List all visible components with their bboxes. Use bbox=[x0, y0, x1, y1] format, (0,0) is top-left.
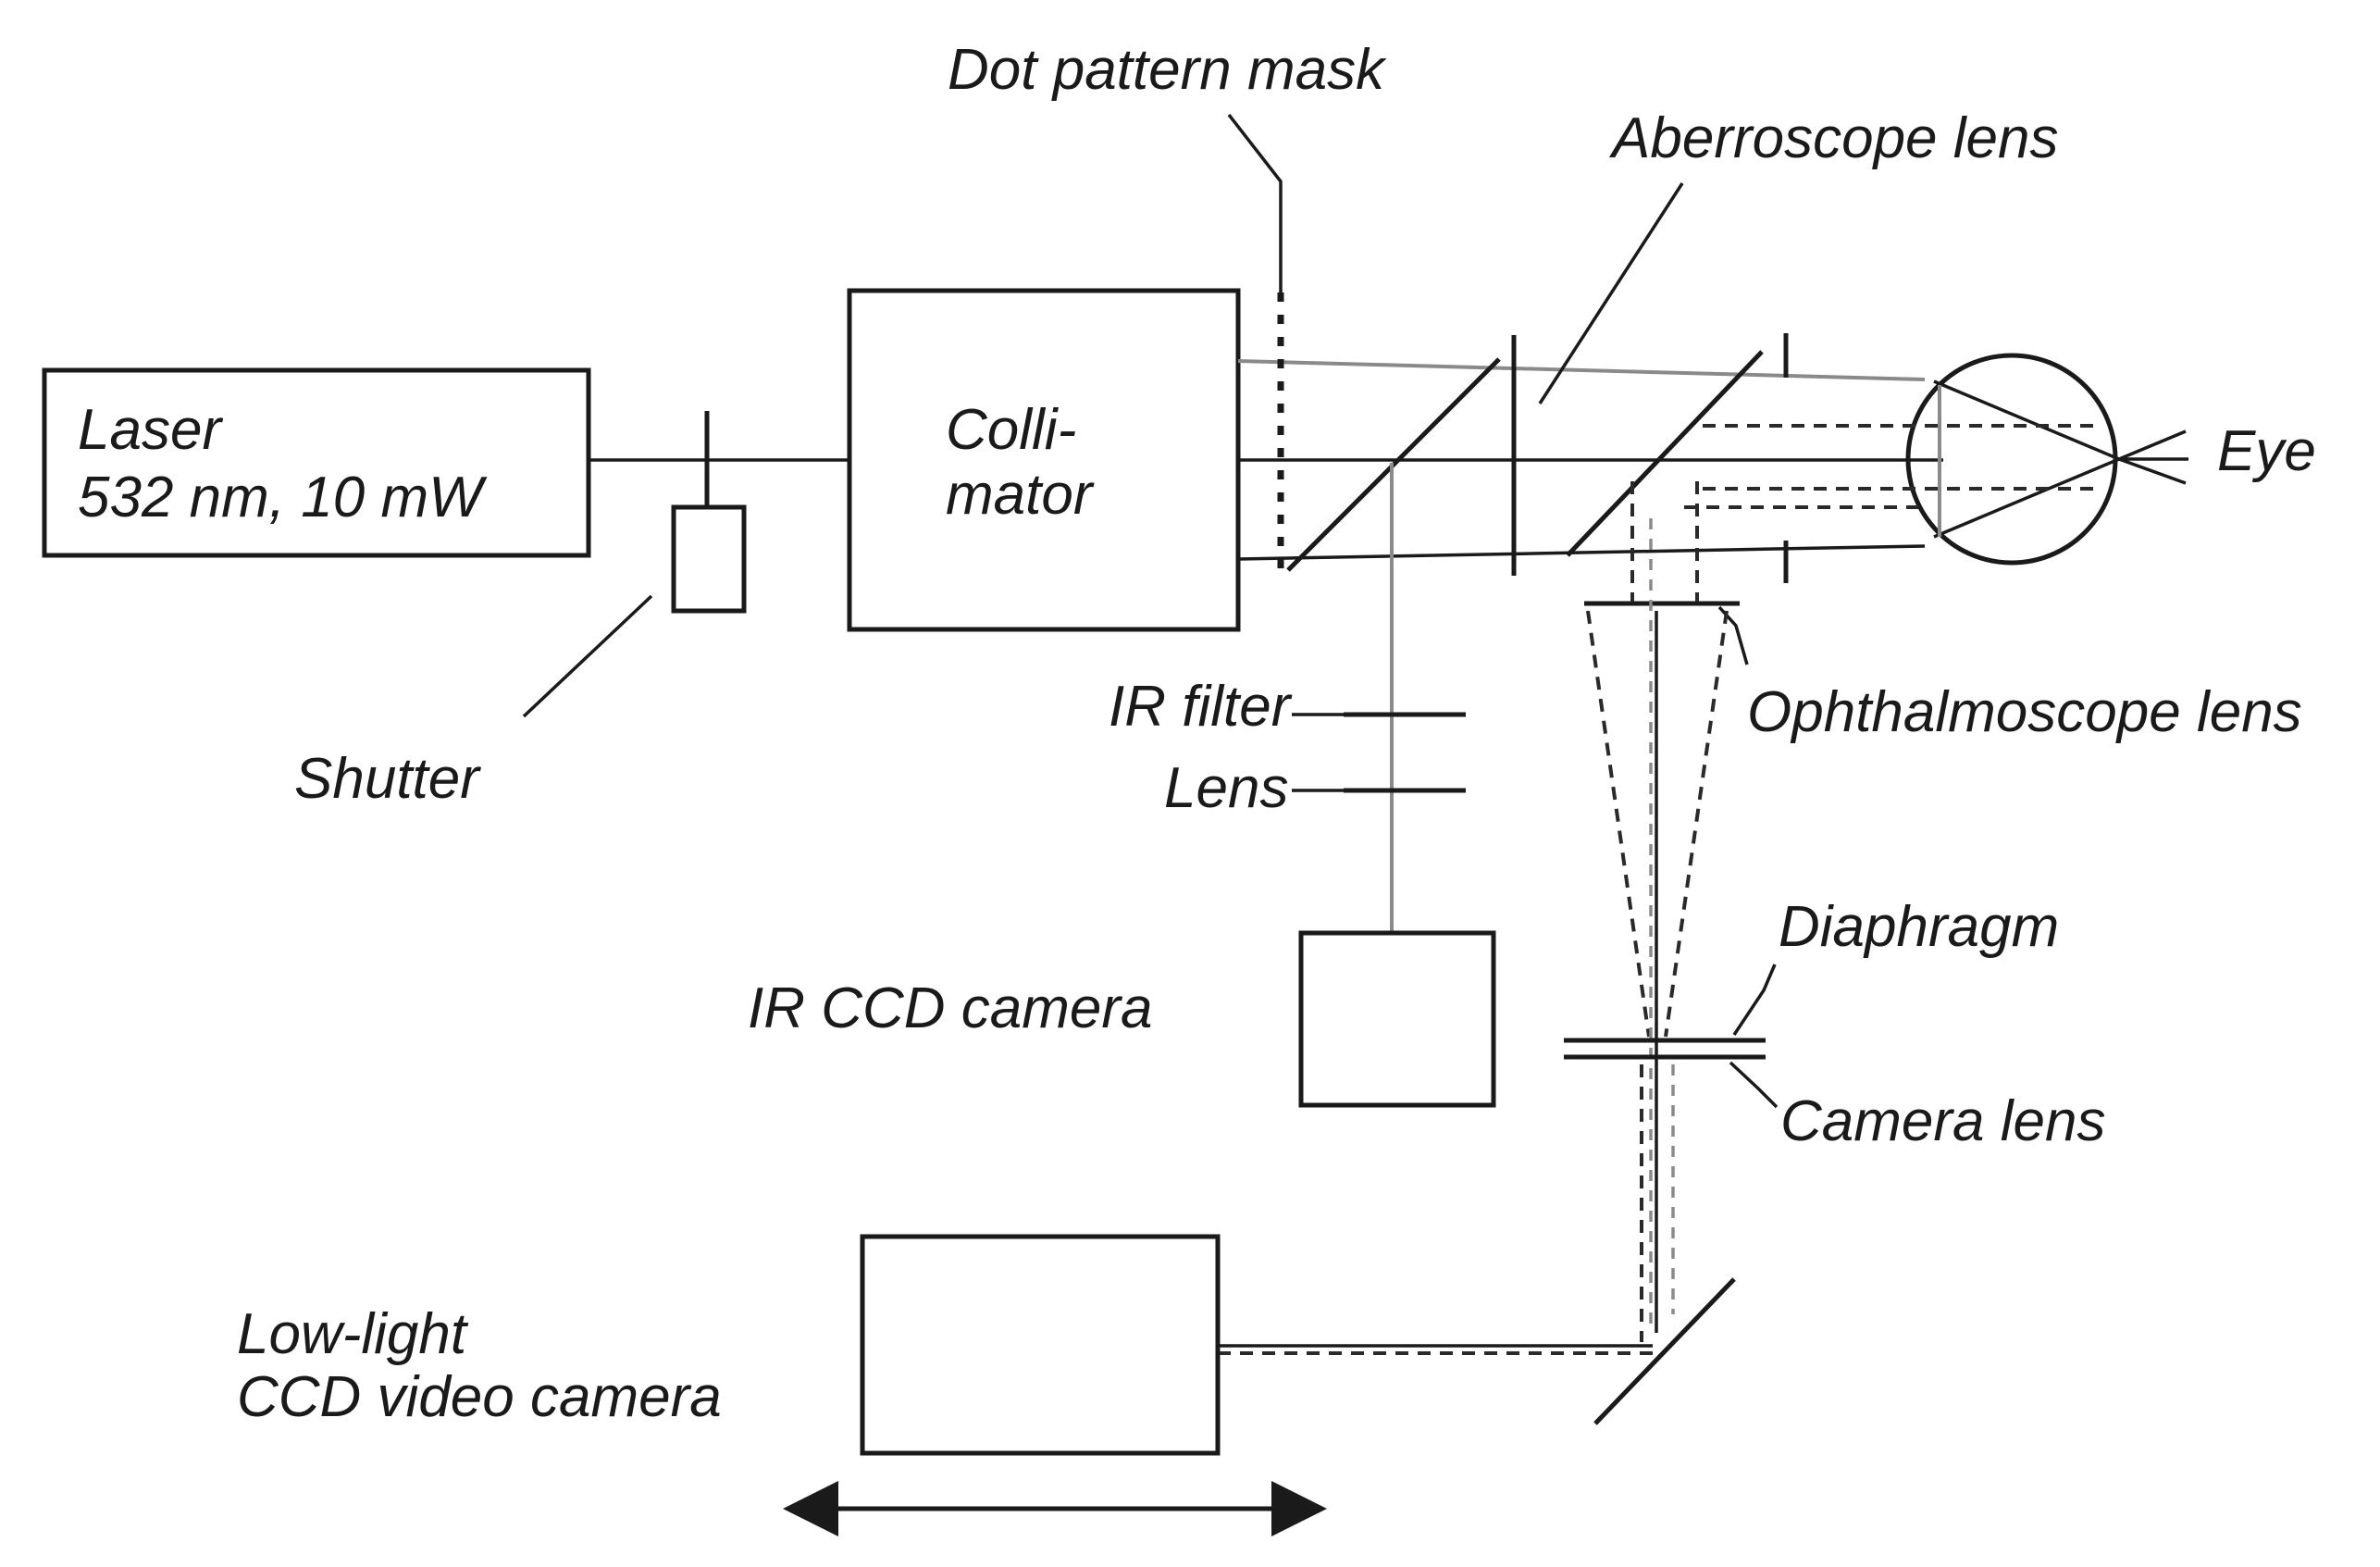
aberroscope-lens-pointer bbox=[1538, 182, 1684, 404]
ophth-beam-left-2 bbox=[1586, 610, 1651, 1038]
shutter-box bbox=[671, 504, 747, 614]
ophthalmoscope-lens-label: Ophthalmoscope lens bbox=[1747, 680, 2302, 744]
ir-ccd-camera-label: IR CCD camera bbox=[748, 976, 1153, 1040]
low-light-label-line2: CCD video camera bbox=[237, 1365, 722, 1429]
diaphragm-label: Diaphragm bbox=[1779, 895, 2059, 959]
eye-ray-exit-up bbox=[2118, 429, 2187, 461]
ir-lens-label: Lens bbox=[1164, 756, 1288, 820]
shutter-pointer bbox=[522, 594, 653, 718]
ir-filter-label: IR filter bbox=[1109, 675, 1293, 739]
ophth-beam-right-2 bbox=[1664, 610, 1729, 1038]
ir-ccd-camera-box bbox=[1298, 930, 1496, 1108]
diaphragm-pointer bbox=[1732, 964, 1777, 1036]
collimator-label-line2: mator bbox=[946, 463, 1095, 527]
beam-splitter-2 bbox=[1566, 350, 1764, 557]
laser-label: Laser bbox=[78, 398, 223, 462]
eye-ray-lower bbox=[1933, 457, 2120, 539]
laser-box bbox=[42, 367, 591, 558]
shutter-label: Shutter bbox=[294, 747, 481, 811]
laser-spec-label: 532 nm, 10 mW bbox=[78, 466, 488, 529]
collimator-box bbox=[847, 288, 1241, 632]
eye-ray-upper bbox=[1933, 379, 2120, 461]
dot-pattern-mask-pointer bbox=[1227, 113, 1283, 292]
low-light-label-line1: Low-light bbox=[237, 1302, 469, 1366]
beam-upper-edge bbox=[1237, 359, 1926, 381]
collimator-label-line1: Colli- bbox=[946, 398, 1076, 462]
dot-pattern-mask-label: Dot pattern mask bbox=[948, 38, 1387, 102]
aberroscope-lens-label: Aberroscope lens bbox=[1608, 106, 2059, 170]
eye-label: Eye bbox=[2217, 419, 2316, 483]
beam-lower-edge bbox=[1237, 544, 1926, 561]
camera-lens-label: Camera lens bbox=[1780, 1089, 2105, 1153]
folding-mirror bbox=[1593, 1277, 1736, 1425]
low-light-camera-box bbox=[860, 1234, 1221, 1456]
camera-lens-pointer bbox=[1729, 1061, 1779, 1109]
eye-ray-exit-down bbox=[2118, 457, 2187, 485]
